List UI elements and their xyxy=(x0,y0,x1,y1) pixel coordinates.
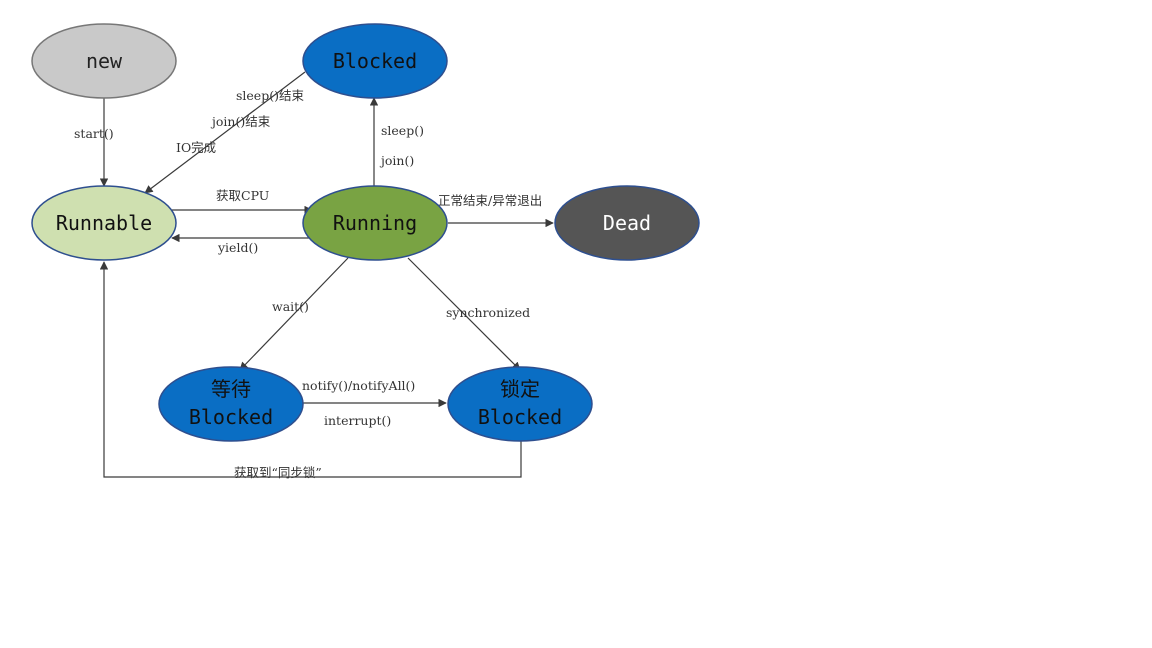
label-io-done: IO完成 xyxy=(176,140,216,155)
node-locked-line2: Blocked xyxy=(478,405,562,429)
label-wait: wait() xyxy=(272,299,309,314)
node-new: new xyxy=(31,23,177,99)
node-running-label: Running xyxy=(333,211,417,235)
edge-locked-to-runnable xyxy=(99,261,522,478)
label-sleep: sleep() xyxy=(381,123,424,138)
label-join: join() xyxy=(379,153,414,168)
node-locked-line1: 锁定 xyxy=(500,377,540,401)
label-synchronized: synchronized xyxy=(446,305,530,320)
node-new-label: new xyxy=(86,49,123,73)
node-blocked-top: Blocked xyxy=(302,23,448,99)
label-interrupt: interrupt() xyxy=(324,413,391,428)
node-waiting-line2: Blocked xyxy=(189,405,273,429)
label-yield: yield() xyxy=(217,240,258,255)
label-notify: notify()/notifyAll() xyxy=(302,378,415,393)
node-running: Running xyxy=(302,185,448,261)
label-normal-end: 正常结束/异常退出 xyxy=(438,193,542,208)
node-dead-label: Dead xyxy=(603,211,651,235)
label-sleep-end: sleep()结束 xyxy=(236,88,304,103)
label-get-cpu: 获取CPU xyxy=(216,188,269,203)
label-get-lock: 获取到“同步锁” xyxy=(234,465,322,480)
node-runnable: Runnable xyxy=(31,185,177,261)
label-start: start() xyxy=(74,126,114,141)
node-runnable-label: Runnable xyxy=(56,211,152,235)
node-dead: Dead xyxy=(554,185,700,261)
label-join-end: join()结束 xyxy=(210,114,271,129)
node-waiting-line1: 等待 xyxy=(211,377,251,401)
edge-running-to-waiting xyxy=(239,257,349,371)
node-waiting: 等待 Blocked xyxy=(158,366,304,442)
edge-running-to-locked xyxy=(407,257,521,371)
edge-blocked-to-runnable xyxy=(144,71,306,194)
node-locked: 锁定 Blocked xyxy=(447,366,593,442)
node-blocked-top-label: Blocked xyxy=(333,49,417,73)
